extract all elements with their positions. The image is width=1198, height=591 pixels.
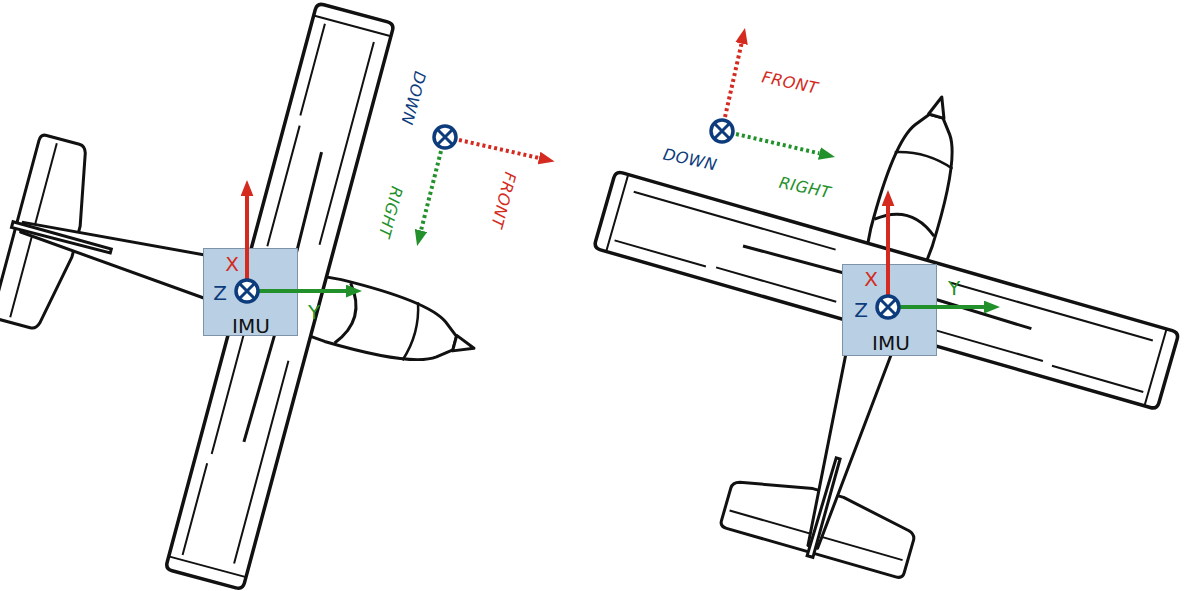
x-axis-arrow — [245, 196, 249, 291]
z-axis-symbol — [236, 280, 258, 302]
axis-name: X — [864, 269, 878, 289]
axis-name: Z — [854, 300, 868, 320]
y-axis-arrow — [247, 289, 346, 293]
right-direction-arrow — [736, 134, 819, 153]
axis-name: Y — [308, 302, 320, 322]
direction-label: FRONT — [760, 69, 819, 97]
airplane-illustration — [0, 0, 550, 591]
airplane-illustration — [528, 16, 1198, 591]
direction-label: RIGHT — [375, 185, 404, 240]
down-direction-symbol — [711, 120, 733, 142]
right-direction-arrow — [421, 151, 441, 231]
z-axis-cross — [240, 284, 254, 298]
imu-axes — [236, 196, 984, 318]
z-axis-symbol — [877, 296, 899, 318]
box-title: IMU — [232, 316, 270, 336]
z-axis-cross — [881, 300, 895, 314]
front-direction-arrow — [459, 140, 539, 158]
axis-name: Y — [948, 278, 960, 298]
axis-name: X — [225, 254, 239, 274]
y-axis-arrow — [888, 305, 984, 309]
imu-box: XZYIMU — [842, 264, 937, 356]
direction-label: RIGHT — [778, 175, 833, 202]
direction-label: DOWN — [398, 70, 428, 127]
direction-label: FRONT — [488, 170, 518, 229]
direction-label: DOWN — [662, 146, 719, 173]
down-direction-cross — [438, 130, 452, 144]
imu-box: XZYIMU — [203, 248, 298, 336]
body-frame-indicator — [421, 44, 819, 231]
x-axis-arrow — [886, 206, 890, 307]
down-direction-cross — [715, 124, 729, 138]
down-direction-symbol — [434, 126, 456, 148]
box-title: IMU — [872, 333, 910, 353]
axis-name: Z — [213, 283, 227, 303]
front-direction-arrow — [725, 44, 742, 117]
